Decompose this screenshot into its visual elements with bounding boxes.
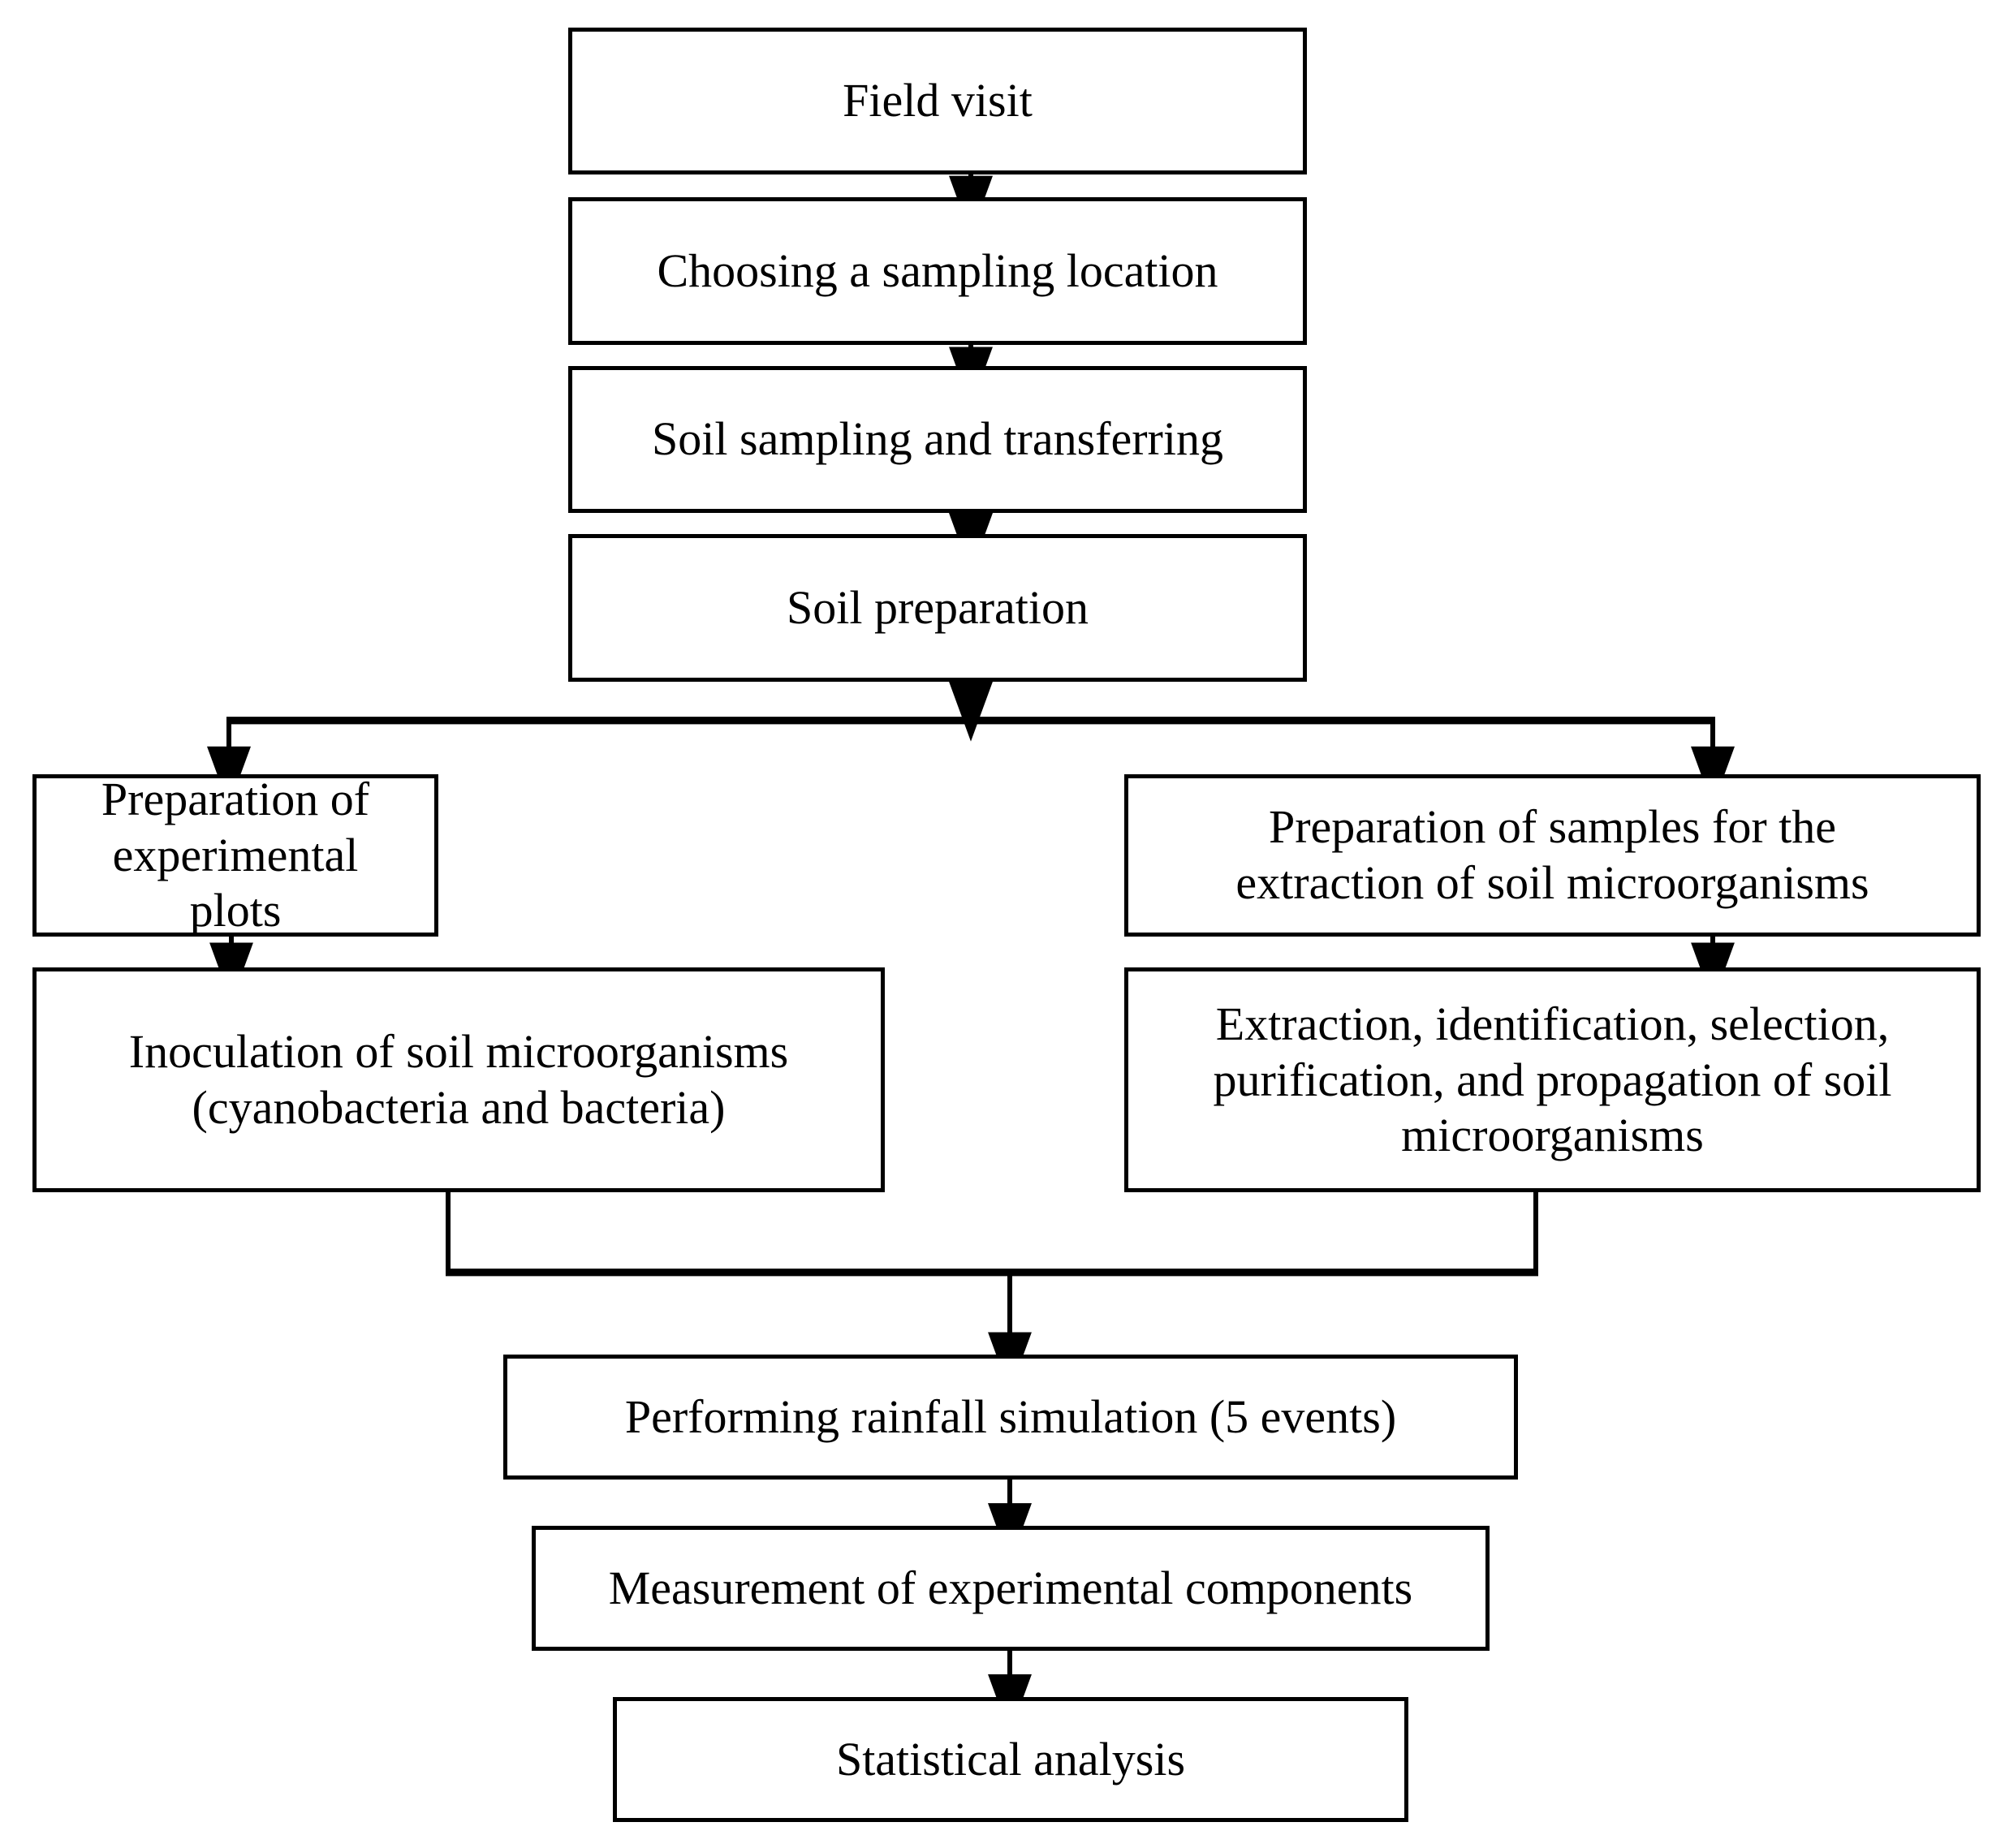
- node-label: Performing rainfall simulation (5 events…: [624, 1389, 1397, 1443]
- node-statistical-analysis[interactable]: Statistical analysis: [613, 1696, 1408, 1822]
- node-preparation-samples-extraction[interactable]: Preparation of samples for the extractio…: [1124, 773, 1981, 937]
- node-soil-sampling-transferring[interactable]: Soil sampling and transferring: [568, 365, 1307, 514]
- node-label: Choosing a sampling location: [657, 243, 1218, 297]
- node-label: Statistical analysis: [835, 1732, 1186, 1786]
- node-preparation-experimental-plots[interactable]: Preparation of experimental plots: [32, 773, 438, 937]
- node-soil-preparation[interactable]: Soil preparation: [568, 534, 1307, 682]
- node-label: Measurement of experimental components: [608, 1561, 1413, 1614]
- node-label: Soil sampling and transferring: [652, 412, 1223, 466]
- node-label: Extraction, identification, selection, p…: [1213, 997, 1892, 1162]
- node-label: Inoculation of soil microorganisms (cyan…: [128, 1025, 789, 1134]
- node-label: Field visit: [843, 74, 1033, 127]
- node-measurement-experimental-components[interactable]: Measurement of experimental components: [532, 1526, 1490, 1651]
- node-label: Soil preparation: [786, 581, 1089, 635]
- node-inoculation-soil-microorganisms[interactable]: Inoculation of soil microorganisms (cyan…: [32, 967, 885, 1193]
- node-field-visit[interactable]: Field visit: [568, 27, 1307, 175]
- node-label: Preparation of samples for the extractio…: [1235, 800, 1869, 909]
- node-performing-rainfall-simulation[interactable]: Performing rainfall simulation (5 events…: [503, 1355, 1518, 1480]
- node-choosing-sampling-location[interactable]: Choosing a sampling location: [568, 197, 1307, 345]
- node-extraction-identification-selection[interactable]: Extraction, identification, selection, p…: [1124, 967, 1981, 1193]
- node-label: Preparation of experimental plots: [101, 773, 370, 937]
